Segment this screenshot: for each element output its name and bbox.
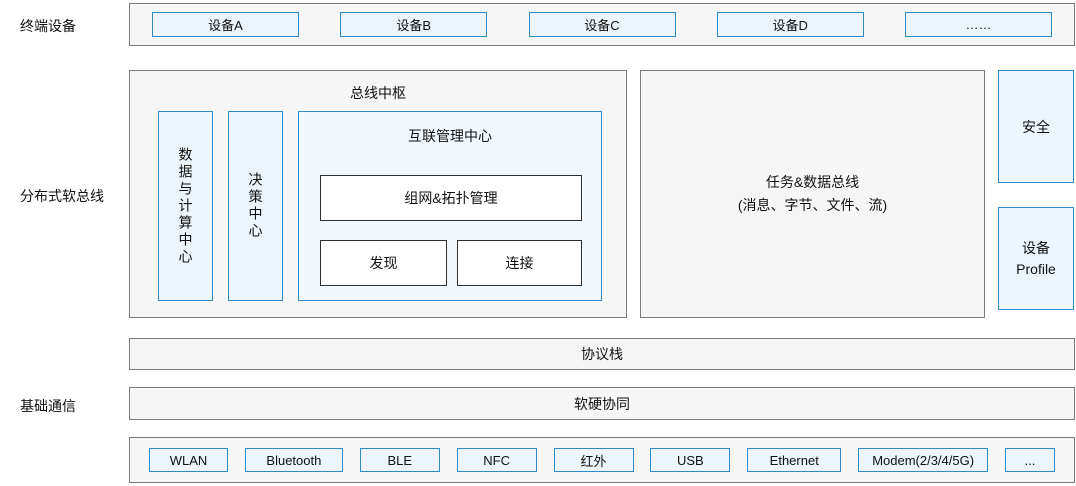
decision-center-label: 决策中心 (247, 172, 264, 240)
security-box: 安全 (998, 70, 1074, 183)
device-c-box: 设备C (528, 12, 676, 37)
wlan-box: WLAN (149, 448, 228, 472)
more-comm-box: ... (1005, 448, 1055, 472)
decision-center-box: 决策中心 (228, 111, 283, 301)
usb-box: USB (650, 448, 731, 472)
bluetooth-box: Bluetooth (244, 448, 343, 472)
interconnect-mgmt-center-box: 互联管理中心 组网&拓扑管理 发现 连接 (298, 111, 602, 301)
bus-hub-title: 总线中枢 (350, 85, 406, 101)
ble-box: BLE (359, 448, 440, 472)
label-terminal-devices: 终端设备 (20, 18, 76, 34)
label-distributed-softbus: 分布式软总线 (20, 188, 104, 204)
device-profile-line2: Profile (1016, 260, 1056, 277)
data-compute-center-label: 数据与计算中心 (177, 146, 194, 266)
protocol-stack-box: 协议栈 (129, 338, 1075, 370)
topology-mgmt-box: 组网&拓扑管理 (320, 175, 582, 221)
device-more-box: …… (905, 12, 1052, 37)
infrared-box: 红外 (553, 448, 634, 472)
basic-comm-container: WLAN Bluetooth BLE NFC 红外 USB Ethernet M… (129, 437, 1075, 483)
hw-sw-synergy-box: 软硬协同 (129, 387, 1075, 420)
task-data-bus-line2: (消息、字节、文件、流) (737, 197, 888, 213)
interconnect-mgmt-center-title: 互联管理中心 (408, 128, 492, 144)
device-d-box: 设备D (716, 12, 864, 37)
nfc-box: NFC (456, 448, 537, 472)
task-data-bus-line1: 任务&数据总线 (765, 174, 860, 190)
device-profile-line1: 设备 (1022, 239, 1050, 256)
device-b-box: 设备B (340, 12, 488, 37)
discovery-box: 发现 (320, 240, 447, 286)
terminal-devices-container: 设备A 设备B 设备C 设备D …… (129, 3, 1075, 46)
task-data-bus-box: 任务&数据总线 (消息、字节、文件、流) (640, 70, 985, 318)
connection-box: 连接 (457, 240, 582, 286)
modem-box: Modem(2/3/4/5G) (858, 448, 989, 472)
device-a-box: 设备A (152, 12, 299, 37)
data-compute-center-box: 数据与计算中心 (158, 111, 213, 301)
label-basic-communication: 基础通信 (20, 398, 76, 414)
device-profile-box: 设备 Profile (998, 207, 1074, 310)
ethernet-box: Ethernet (747, 448, 842, 472)
bus-hub-container: 总线中枢 数据与计算中心 决策中心 互联管理中心 组网&拓扑管理 发现 连接 (129, 70, 627, 318)
